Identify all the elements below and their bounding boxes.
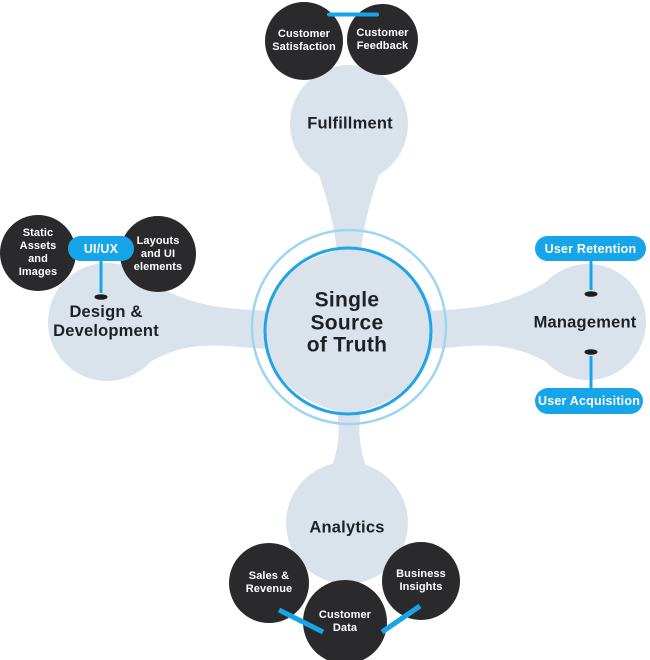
- node-label-line: Static: [22, 227, 54, 239]
- node-customer-satisfaction: Customer Satisfaction: [265, 2, 343, 80]
- anchor-dot-user-acquisition: [584, 349, 598, 355]
- node-label-line: Customer: [356, 26, 409, 39]
- anchor-dot-uiux: [94, 294, 108, 300]
- node-label-line: Customer: [318, 609, 372, 621]
- node-label-line: Images: [18, 266, 58, 278]
- node-label-line: Feedback: [356, 39, 409, 52]
- pill-uiux: UI/UX: [68, 236, 134, 261]
- label-design-development: Design & Development: [53, 303, 159, 341]
- design-neck: [150, 282, 280, 362]
- node-sales-revenue: Sales & Revenue: [229, 543, 309, 623]
- pill-user-retention: User Retention: [535, 236, 646, 261]
- node-label-line: Insights: [399, 581, 443, 593]
- node-label-line: Business: [396, 568, 446, 580]
- label-line: Design &: [69, 303, 143, 321]
- label-line: Development: [53, 322, 159, 340]
- center-title-line: of Truth: [306, 333, 388, 357]
- node-static-assets: Static Assets and Images: [0, 215, 76, 291]
- node-label-line: and UI: [140, 247, 176, 260]
- node-label-line: Data: [332, 622, 358, 634]
- node-label-line: Layouts: [136, 234, 180, 247]
- analytics-neck: [330, 388, 368, 472]
- node-business-insights: Business Insights: [382, 542, 460, 620]
- pill-user-acquisition: User Acquisition: [535, 388, 643, 414]
- node-customer-data: Customer Data: [303, 580, 387, 660]
- node-label-line: Customer: [277, 28, 331, 40]
- label-analytics: Analytics: [309, 518, 385, 537]
- node-label-line: and: [28, 253, 48, 265]
- node-label-line: elements: [133, 260, 183, 273]
- management-neck: [416, 282, 546, 362]
- center-title-line: Single: [314, 288, 380, 312]
- node-label-line: Assets: [19, 240, 57, 252]
- center-title: Single Source of Truth: [307, 289, 388, 357]
- node-label-line: Sales &: [248, 570, 290, 582]
- node-label-line: Revenue: [245, 583, 293, 595]
- anchor-dot-user-retention: [584, 291, 598, 297]
- label-fulfillment: Fulfillment: [307, 114, 393, 133]
- label-management: Management: [533, 313, 637, 332]
- center-title-line: Source: [310, 310, 384, 334]
- node-label-line: Satisfaction: [272, 41, 336, 53]
- fulfillment-neck: [312, 155, 386, 290]
- node-customer-feedback: Customer Feedback: [347, 4, 418, 75]
